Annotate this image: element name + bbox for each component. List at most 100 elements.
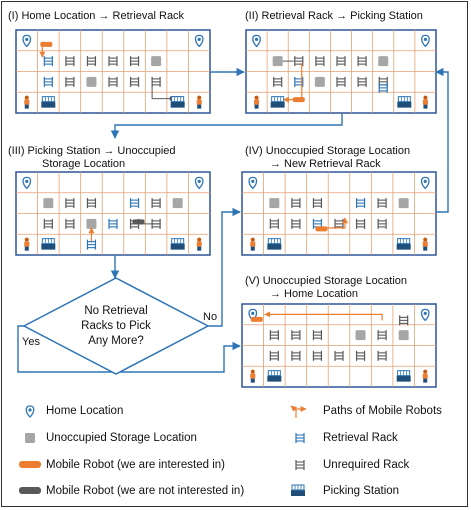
unoccupied-storage-icon [151,56,162,67]
retrieval-rack-icon [86,239,97,250]
picking-station-icon [397,96,412,108]
legend-paths-label: Paths of Mobile Robots [323,405,442,417]
unrequired-rack-icon [151,76,161,87]
robot-interest-icon [292,97,305,103]
worker-icon [422,95,428,109]
legend-robot-other-label: Mobile Robot (we are not interested in) [46,485,245,497]
unoccupied-storage-icon [398,330,409,341]
decision-line1: No Retrieval [84,305,148,317]
other-robot-path [151,84,174,100]
unoccupied-storage-icon [25,433,35,443]
panel-5-title-line1: (V) Unoccupied Storage Location [245,275,408,287]
panel-5-grid [241,303,437,388]
robot-path-arrow [321,217,348,229]
paths-legend-icon [290,405,307,418]
retrieval-rack-icon [129,198,140,209]
worker-icon [254,95,260,109]
home-location-icon [194,176,204,190]
picking-station-icon [396,370,411,382]
worker-icon [250,369,256,383]
unrequired-rack-icon [108,76,118,87]
decision-diamond [22,277,210,375]
unrequired-rack-icon [291,218,301,229]
unrequired-rack-icon [65,56,75,67]
worker-icon [24,95,30,109]
worker-icon [196,95,202,109]
home-location-icon [421,34,430,48]
unrequired-rack-icon [377,198,387,209]
panel-2-title: (II) Retrieval Rack → Picking Station [245,10,423,22]
unrequired-rack-icon [291,350,301,361]
robot-interest-icon [315,226,328,232]
panel-4-title-line1: (IV) Unoccupied Storage Location [245,145,411,157]
robot-interest-icon [40,41,53,47]
unrequired-rack-icon [355,350,366,361]
legend-retrieval-label: Retrieval Rack [323,432,398,444]
robot-path-arrow [264,311,383,321]
unrequired-rack-icon [291,198,301,209]
picking-station-icon [270,96,285,108]
unrequired-rack-icon [399,315,409,326]
legend-unrequired-label: Unrequired Rack [323,459,410,471]
unrequired-rack-icon [336,76,346,87]
unrequired-rack-icon [377,350,387,361]
home-location-icon [420,308,430,322]
worker-icon [422,369,428,383]
unrequired-rack-icon [336,56,346,67]
worker-icon [24,237,30,251]
unrequired-rack-icon [86,56,97,67]
legend-robot-interest-label: Mobile Robot (we are interested in) [46,459,225,471]
unoccupied-storage-icon [269,198,280,209]
picking-station-icon [170,96,185,108]
panel-4-title-line2: → New Retrieval Rack [270,158,381,170]
unrequired-rack-icon [65,218,75,229]
unrequired-rack-icon [273,76,283,87]
unrequired-rack-icon [269,350,279,361]
home-location-icon [25,405,35,418]
home-location-icon [420,176,430,190]
unrequired-rack-icon [291,330,301,341]
unoccupied-storage-icon [272,56,283,67]
unrequired-legend-icon [295,460,305,470]
unrequired-rack-icon [108,56,118,67]
unoccupied-storage-icon [86,76,97,87]
retrieval-rack-icon [43,76,53,87]
robot-other-icon [132,219,145,225]
picking-station-icon [170,238,185,250]
picking-station-icon [267,370,282,382]
retrieval-rack-icon [378,82,388,93]
decision-no-label: No [203,311,218,323]
retrieval-rack-icon [108,218,118,229]
unrequired-rack-icon [315,56,325,67]
worker-icon [250,237,256,251]
panel-5-title-line2: → Home Location [270,288,359,300]
picking-station-icon [396,238,411,250]
unrequired-rack-icon [334,350,344,361]
unrequired-rack-icon [312,350,323,361]
unrequired-rack-icon [43,218,53,229]
unoccupied-storage-icon [172,198,183,209]
unrequired-rack-icon [357,76,367,87]
robot-interest-legend-icon [19,461,41,468]
panel-4-grid [241,171,437,256]
arrow-p2-to-p3 [110,113,343,139]
unrequired-rack-icon [312,198,323,209]
unrequired-rack-icon [65,76,75,87]
picking-station-icon [291,484,305,496]
unrequired-rack-icon [355,218,366,229]
unoccupied-storage-icon [398,198,409,209]
unoccupied-storage-icon [314,76,325,87]
home-location-icon [252,34,261,48]
unrequired-rack-icon [269,218,279,229]
picking-station-icon [41,238,56,250]
legend-home-label: Home Location [46,405,124,417]
home-location-icon [22,176,32,190]
unrequired-rack-icon [377,330,387,341]
unrequired-rack-icon [65,198,75,209]
unrequired-rack-icon [269,330,279,341]
decision-line3: Any More? [88,335,144,347]
home-location-icon [22,34,32,48]
picking-station-icon [41,96,56,108]
robot-interest-icon [250,316,263,322]
